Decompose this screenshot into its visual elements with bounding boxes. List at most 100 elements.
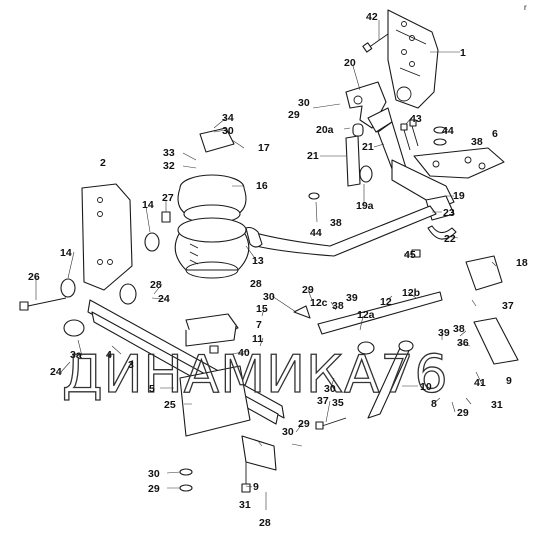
leader-lines bbox=[35, 20, 497, 510]
callout-20a: 20a bbox=[316, 124, 334, 136]
callout-14: 14 bbox=[142, 199, 154, 211]
callout-39: 39 bbox=[438, 327, 450, 339]
callout-30: 30 bbox=[298, 97, 310, 109]
callout-19a: 19a bbox=[356, 200, 374, 212]
callout-35: 35 bbox=[332, 397, 344, 409]
part-3a-spring-eye bbox=[63, 319, 85, 337]
callout-13: 13 bbox=[252, 255, 264, 267]
callout-16: 16 bbox=[256, 180, 268, 192]
callout-29: 29 bbox=[298, 418, 310, 430]
callout-26: 26 bbox=[28, 271, 40, 283]
callout-22: 22 bbox=[444, 233, 456, 245]
part-31-bolt bbox=[241, 460, 251, 493]
callout-1: 1 bbox=[460, 47, 466, 59]
callout-30: 30 bbox=[222, 125, 234, 137]
callout-29: 29 bbox=[288, 109, 300, 121]
callout-43: 43 bbox=[410, 113, 422, 125]
callout-44: 44 bbox=[310, 227, 322, 239]
callout-12b: 12b bbox=[402, 287, 420, 299]
callout-12: 12 bbox=[380, 296, 392, 308]
part-10-shock-absorber bbox=[367, 340, 414, 419]
callout-30: 30 bbox=[282, 426, 294, 438]
part-21-link bbox=[345, 121, 407, 187]
callout-12a: 12a bbox=[357, 309, 375, 321]
part-13-stabilizer-bar bbox=[245, 205, 437, 257]
callout-27: 27 bbox=[162, 192, 174, 204]
callout-45: 45 bbox=[404, 249, 416, 261]
callout-2: 2 bbox=[100, 157, 106, 169]
callout-38: 38 bbox=[453, 323, 465, 335]
callout-15: 15 bbox=[256, 303, 268, 315]
callout-3a: 3a bbox=[70, 349, 82, 361]
part-12-reaction-rod bbox=[317, 291, 443, 355]
part-14-bushing bbox=[60, 232, 160, 298]
callout-23: 23 bbox=[443, 207, 455, 219]
callout-32: 32 bbox=[163, 160, 175, 172]
callout-39: 39 bbox=[346, 292, 358, 304]
callout-40: 40 bbox=[238, 347, 250, 359]
watermark-text: ДИНАМИКА76 bbox=[62, 345, 449, 405]
callout-37: 37 bbox=[502, 300, 514, 312]
callout-28: 28 bbox=[259, 517, 271, 529]
callout-44: 44 bbox=[442, 125, 454, 137]
part-15-bushing bbox=[293, 305, 311, 319]
callout-36: 36 bbox=[457, 337, 469, 349]
part-22-clamp-cap bbox=[427, 225, 457, 240]
part-42-bolt bbox=[362, 33, 389, 53]
callout-3: 3 bbox=[128, 359, 134, 371]
callout-28: 28 bbox=[250, 278, 262, 290]
callout-11: 11 bbox=[252, 333, 263, 345]
part-7-upper-pad bbox=[185, 313, 239, 347]
callout-42: 42 bbox=[366, 11, 378, 23]
callout-labels: 42 1 20 30 29 20a 43 44 6 38 34 30 17 33… bbox=[28, 11, 528, 529]
callout-29: 29 bbox=[148, 483, 160, 495]
part-17-plate bbox=[199, 127, 235, 153]
callout-30: 30 bbox=[263, 291, 275, 303]
callout-38: 38 bbox=[332, 300, 344, 312]
part-24-28-bushing bbox=[119, 283, 137, 305]
callout-37: 37 bbox=[317, 395, 329, 407]
callout-9: 9 bbox=[253, 481, 259, 493]
callout-30: 30 bbox=[148, 468, 160, 480]
part-19a-bushing bbox=[359, 165, 373, 183]
callout-6: 6 bbox=[492, 128, 498, 140]
part-35-bolt bbox=[315, 417, 347, 430]
callout-30: 30 bbox=[324, 383, 336, 395]
callout-14: 14 bbox=[60, 247, 72, 259]
callout-21: 21 bbox=[307, 150, 319, 162]
callout-10: 10 bbox=[420, 381, 432, 393]
callout-8: 8 bbox=[431, 398, 437, 410]
callout-38: 38 bbox=[471, 136, 483, 148]
part-5-axle-seat bbox=[179, 365, 251, 437]
callout-28: 28 bbox=[150, 279, 162, 291]
callout-24: 24 bbox=[158, 293, 170, 305]
part-9-washer bbox=[179, 468, 193, 492]
part-6-mount-plate bbox=[413, 147, 505, 179]
callout-19: 19 bbox=[453, 190, 465, 202]
callout-4: 4 bbox=[106, 349, 112, 361]
part-18-bracket bbox=[465, 255, 503, 291]
callout-12c: 12c bbox=[310, 297, 328, 309]
part-1-frame-bracket bbox=[387, 9, 439, 109]
part-43-bolt bbox=[400, 119, 419, 151]
callout-18: 18 bbox=[516, 257, 528, 269]
callout-29: 29 bbox=[302, 284, 314, 296]
callout-33: 33 bbox=[163, 147, 175, 159]
part-26-bolt bbox=[19, 297, 67, 311]
callout-38: 38 bbox=[330, 217, 342, 229]
callout-7: 7 bbox=[256, 319, 262, 331]
part-38-44-fasteners bbox=[308, 126, 447, 200]
corner-mark: r bbox=[524, 3, 527, 12]
part-20a-bushing bbox=[352, 123, 364, 137]
part-20-shackle bbox=[345, 81, 393, 133]
callout-9: 9 bbox=[506, 375, 512, 387]
callout-17: 17 bbox=[258, 142, 270, 154]
part-2-frame-bracket bbox=[81, 183, 133, 291]
callout-31: 31 bbox=[239, 499, 251, 511]
callout-20: 20 bbox=[344, 57, 356, 69]
callout-25: 25 bbox=[164, 399, 176, 411]
callout-5: 5 bbox=[149, 383, 155, 395]
callout-34: 34 bbox=[222, 112, 234, 124]
